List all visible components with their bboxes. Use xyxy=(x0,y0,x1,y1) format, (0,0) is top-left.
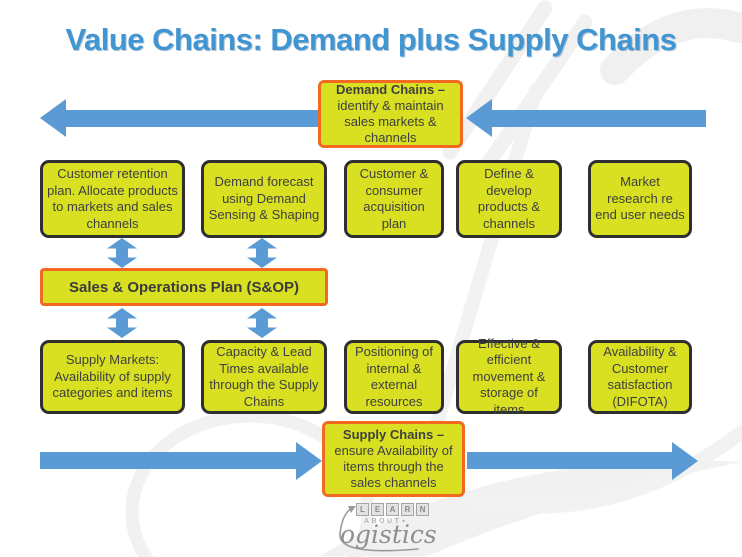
demand-activity-box: Demand forecast using Demand Sensing & S… xyxy=(201,160,327,238)
logo-letter-tile: N xyxy=(416,503,429,516)
logo-about-text: ABOUT xyxy=(364,518,405,525)
supply-activity-box: Availability & Customer satisfaction (DI… xyxy=(588,340,692,414)
demand-activity-box: Market research re end user needs xyxy=(588,160,692,238)
supply-activity-text: Effective & efficient movement & storage… xyxy=(472,335,546,417)
supply-chains-banner: Supply Chains – ensure Availability of i… xyxy=(322,421,465,497)
supply-arrow-head-right-icon xyxy=(672,442,698,480)
demand-arrow-head-mid-icon xyxy=(466,99,492,137)
demand-activity-box: Customer retention plan. Allocate produc… xyxy=(40,160,185,238)
demand-chains-body: identify & maintain sales markets & chan… xyxy=(337,97,444,146)
demand-activity-text: Customer retention plan. Allocate produc… xyxy=(47,166,178,231)
supply-activity-box: Effective & efficient movement & storage… xyxy=(456,336,562,417)
demand-arrow-head-left-icon xyxy=(40,99,66,137)
supply-activity-text: Supply Markets: Availability of supply c… xyxy=(52,352,173,401)
supply-chains-body: ensure Availability of items through the… xyxy=(334,442,453,491)
logo-learn-tiles: L E A R N xyxy=(356,503,429,516)
demand-arrow-shaft-right xyxy=(490,110,706,127)
logo-swoosh-icon xyxy=(339,506,419,552)
supply-arrow-shaft-right xyxy=(467,452,674,469)
supply-activity-box: Positioning of internal & external resou… xyxy=(344,340,444,414)
learn-about-logistics-logo: L E A R N ABOUT ogistics xyxy=(318,500,468,554)
demand-activity-text: Define & develop products & channels xyxy=(477,166,541,231)
page-title: Value Chains: Demand plus Supply Chains xyxy=(65,22,677,57)
demand-chains-heading: Demand Chains – xyxy=(335,81,446,97)
supply-activity-text: Positioning of internal & external resou… xyxy=(354,344,434,409)
demand-activity-text: Customer & consumer acquisition plan xyxy=(359,166,429,231)
demand-activity-text: Demand forecast using Demand Sensing & S… xyxy=(208,174,320,223)
supply-arrow-shaft-left xyxy=(40,452,298,469)
logo-letter-tile: L xyxy=(356,503,369,516)
demand-activity-box: Define & develop products & channels xyxy=(456,160,562,238)
demand-activity-box: Customer & consumer acquisition plan xyxy=(344,160,444,238)
demand-activity-text: Market research re end user needs xyxy=(595,174,685,223)
logo-logistics-text: ogistics xyxy=(340,520,437,549)
demand-arrow-shaft-left xyxy=(64,110,318,127)
double-arrow-icon xyxy=(107,308,137,338)
supply-activity-box: Capacity & Lead Times available through … xyxy=(201,340,327,414)
logo-letter-tile: R xyxy=(401,503,414,516)
sop-box: Sales & Operations Plan (S&OP) xyxy=(40,268,328,306)
double-arrow-icon xyxy=(107,238,137,268)
supply-chains-heading: Supply Chains – xyxy=(342,426,445,442)
supply-activity-text: Availability & Customer satisfaction (DI… xyxy=(603,344,677,409)
supply-activity-text: Capacity & Lead Times available through … xyxy=(209,344,319,409)
demand-chains-banner: Demand Chains – identify & maintain sale… xyxy=(318,80,463,148)
sop-label: Sales & Operations Plan (S&OP) xyxy=(68,278,300,296)
logo-letter-tile: E xyxy=(371,503,384,516)
supply-activity-box: Supply Markets: Availability of supply c… xyxy=(40,340,185,414)
logo-letter-tile: A xyxy=(386,503,399,516)
double-arrow-icon xyxy=(247,308,277,338)
supply-arrow-head-mid-icon xyxy=(296,442,322,480)
double-arrow-icon xyxy=(247,238,277,268)
